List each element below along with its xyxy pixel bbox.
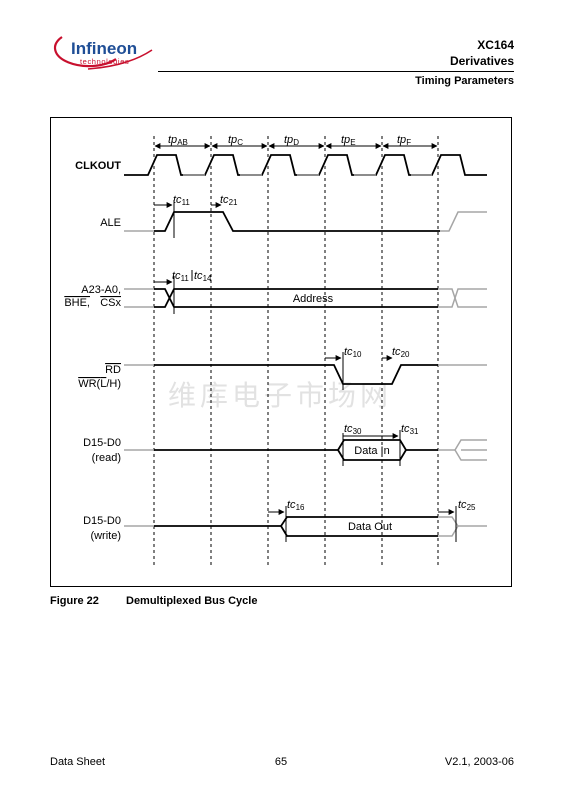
param-tpE: tpE [341,134,356,147]
param-tc10: tc10 [344,346,362,359]
watermark: 维库电子市场网 [168,380,392,411]
figure-caption: Figure 22 Demultiplexed Bus Cycle [50,595,257,607]
figure-frame [50,117,512,587]
signal-csx: CSx [100,297,121,309]
footer-right: V2.1, 2003-06 [444,756,514,768]
rd-waveform [154,364,438,385]
address-bus-label: Address [293,293,334,305]
logo-swoosh [53,36,117,68]
signal-dwrite-line1: D15-D0 [83,515,121,527]
footer-left: Data Sheet [50,756,106,768]
section-title: Timing Parameters [415,75,514,87]
param-tpC: tpC [228,134,243,147]
page-number: 65 [274,756,288,768]
logo-swoosh-tail [87,49,153,70]
logo-word: Infineon [71,39,137,58]
dwrite-tc-markers [268,506,457,542]
signal-dwrite-line2: (write) [90,530,121,542]
ale-waveform [154,211,440,232]
signal-ale: ALE [100,217,121,229]
address-tc-markers [154,276,175,314]
param-tc25: tc25 [458,499,476,512]
param-tc14: tc14 [194,270,212,283]
signal-bhe: BHE, [64,297,90,309]
param-tpAB: tpAB [168,134,188,147]
header-rule [158,71,514,72]
rd-tc-markers [325,352,393,390]
address-bus [154,288,438,308]
dread-next-gray [438,439,487,461]
param-tc21: tc21 [220,194,238,207]
infineon-logo: Infineon technologies [53,36,153,70]
address-bus-next-gray [438,288,487,308]
data-in-label: Data In [354,445,389,457]
param-tc11: tc11 [173,194,190,207]
param-tpD: tpD [284,134,299,147]
param-tc30: tc30 [344,423,362,436]
signal-rd: RD [105,364,121,376]
clkout-waveform [124,154,487,176]
param-tc31: tc31 [401,423,419,436]
signal-wr: WR(L/H) [78,378,121,390]
ale-next-gray [440,211,487,232]
data-out-label: Data Out [348,521,392,533]
ale-tc-markers [154,200,222,238]
param-tc20: tc20 [392,346,410,359]
param-tc16: tc16 [287,499,305,512]
signal-dread-line1: D15-D0 [83,437,121,449]
data-out-window [279,516,438,537]
document-title: XC164 Derivatives [450,37,514,69]
param-tpF: tpF [397,134,411,147]
signal-address-line1: A23-A0, [81,284,121,296]
document-title-line2: Derivatives [449,54,514,68]
logo-sub: technologies [80,57,129,66]
document-title-line1: XC164 [477,38,514,52]
signal-dread-line2: (read) [92,452,121,464]
param-tc11-address: tc11 [172,270,189,283]
dwrite-next-gray [438,516,487,537]
address-bus-prev-gray [124,288,154,308]
figure-title: Demultiplexed Bus Cycle [126,595,258,607]
dread-tc-markers [342,430,401,466]
figure-number: Figure 22 [50,595,99,607]
signal-clkout: CLKOUT [75,160,121,172]
